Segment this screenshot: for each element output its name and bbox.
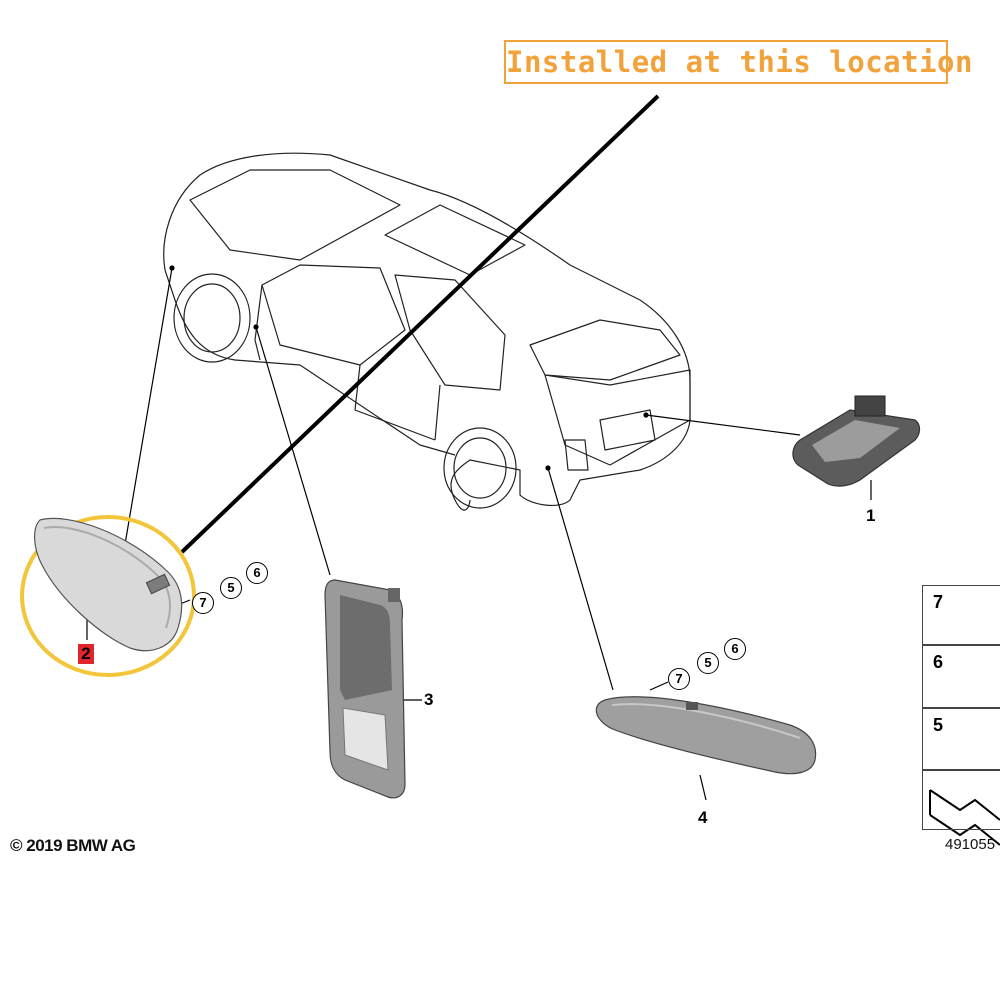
fastener-circle: 7 (192, 592, 214, 614)
fastener-circle: 5 (697, 652, 719, 674)
fastener-circle: 6 (246, 562, 268, 584)
fastener-circle: 5 (220, 577, 242, 599)
car-outline-icon (163, 152, 691, 511)
side-marker-light-icon (595, 696, 817, 775)
part-number-1: 1 (866, 506, 876, 525)
legend-item: 6 (922, 645, 1000, 708)
part-number-2: 2 (78, 644, 94, 664)
interior-light-icon (324, 579, 406, 799)
fastener-circle: 6 (724, 638, 746, 660)
part-number-3: 3 (424, 690, 434, 709)
legend-number: 7 (933, 592, 944, 612)
license-plate-light-icon (792, 395, 921, 487)
leader-lines (86, 265, 872, 801)
location-pointer (180, 94, 660, 554)
legend-item: 7 (922, 585, 1000, 645)
fastener-circle: 7 (668, 668, 690, 690)
document-number: 491055 (945, 836, 996, 853)
legend-item: 5 (922, 708, 1000, 770)
legend-number: 6 (933, 652, 944, 672)
callout-label: Installed at this location (504, 40, 972, 84)
copyright-text: © 2019 BMW AG (10, 836, 136, 855)
legend-symbol-box (922, 770, 1000, 830)
legend-number: 5 (933, 715, 944, 735)
side-marker-light-icon (34, 517, 183, 652)
part-number-4: 4 (698, 808, 708, 827)
